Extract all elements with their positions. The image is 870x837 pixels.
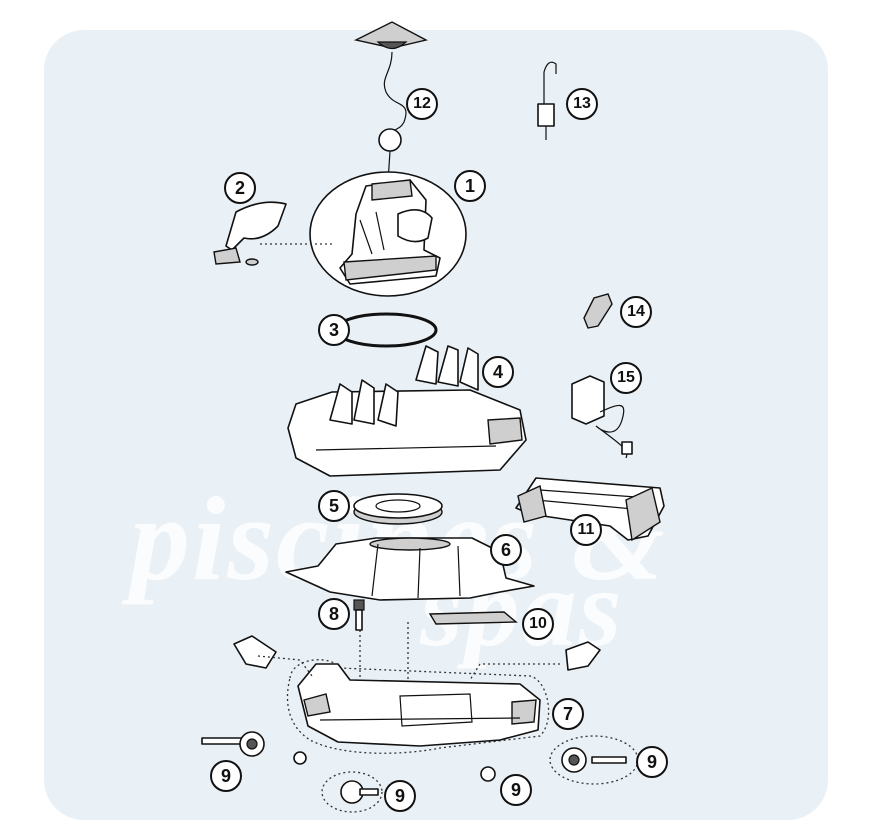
part-7-base (233, 635, 601, 754)
callout-9-mid-right: 9 (500, 774, 532, 806)
part-1-motor-unit (309, 171, 467, 297)
callout-15: 15 (610, 362, 642, 394)
part-15-power-supply (571, 375, 633, 459)
part-12-swivel-cable (353, 21, 428, 183)
callout-4: 4 (482, 356, 514, 388)
part-6-float-chassis (285, 537, 535, 601)
callout-11: 11 (570, 514, 602, 546)
callout-12: 12 (406, 88, 438, 120)
callout-5: 5 (318, 490, 350, 522)
callout-14: 14 (620, 296, 652, 328)
part-3-o-ring (334, 312, 438, 348)
callout-9-left: 9 (210, 760, 242, 792)
callout-8: 8 (318, 598, 350, 630)
callout-9-center: 9 (384, 780, 416, 812)
callout-9-right: 9 (636, 746, 668, 778)
part-2-flap (213, 201, 332, 266)
callout-13: 13 (566, 88, 598, 120)
callout-6: 6 (490, 534, 522, 566)
callout-3: 3 (318, 314, 350, 346)
callout-10: 10 (522, 608, 554, 640)
callout-7: 7 (552, 698, 584, 730)
callout-1: 1 (454, 170, 486, 202)
part-4-top-cover (287, 345, 527, 477)
part-13-hook (537, 61, 557, 140)
callout-2: 2 (224, 172, 256, 204)
part-11-tracks (515, 477, 665, 542)
part-14-clip (583, 293, 613, 329)
part-5-disc (353, 493, 443, 525)
